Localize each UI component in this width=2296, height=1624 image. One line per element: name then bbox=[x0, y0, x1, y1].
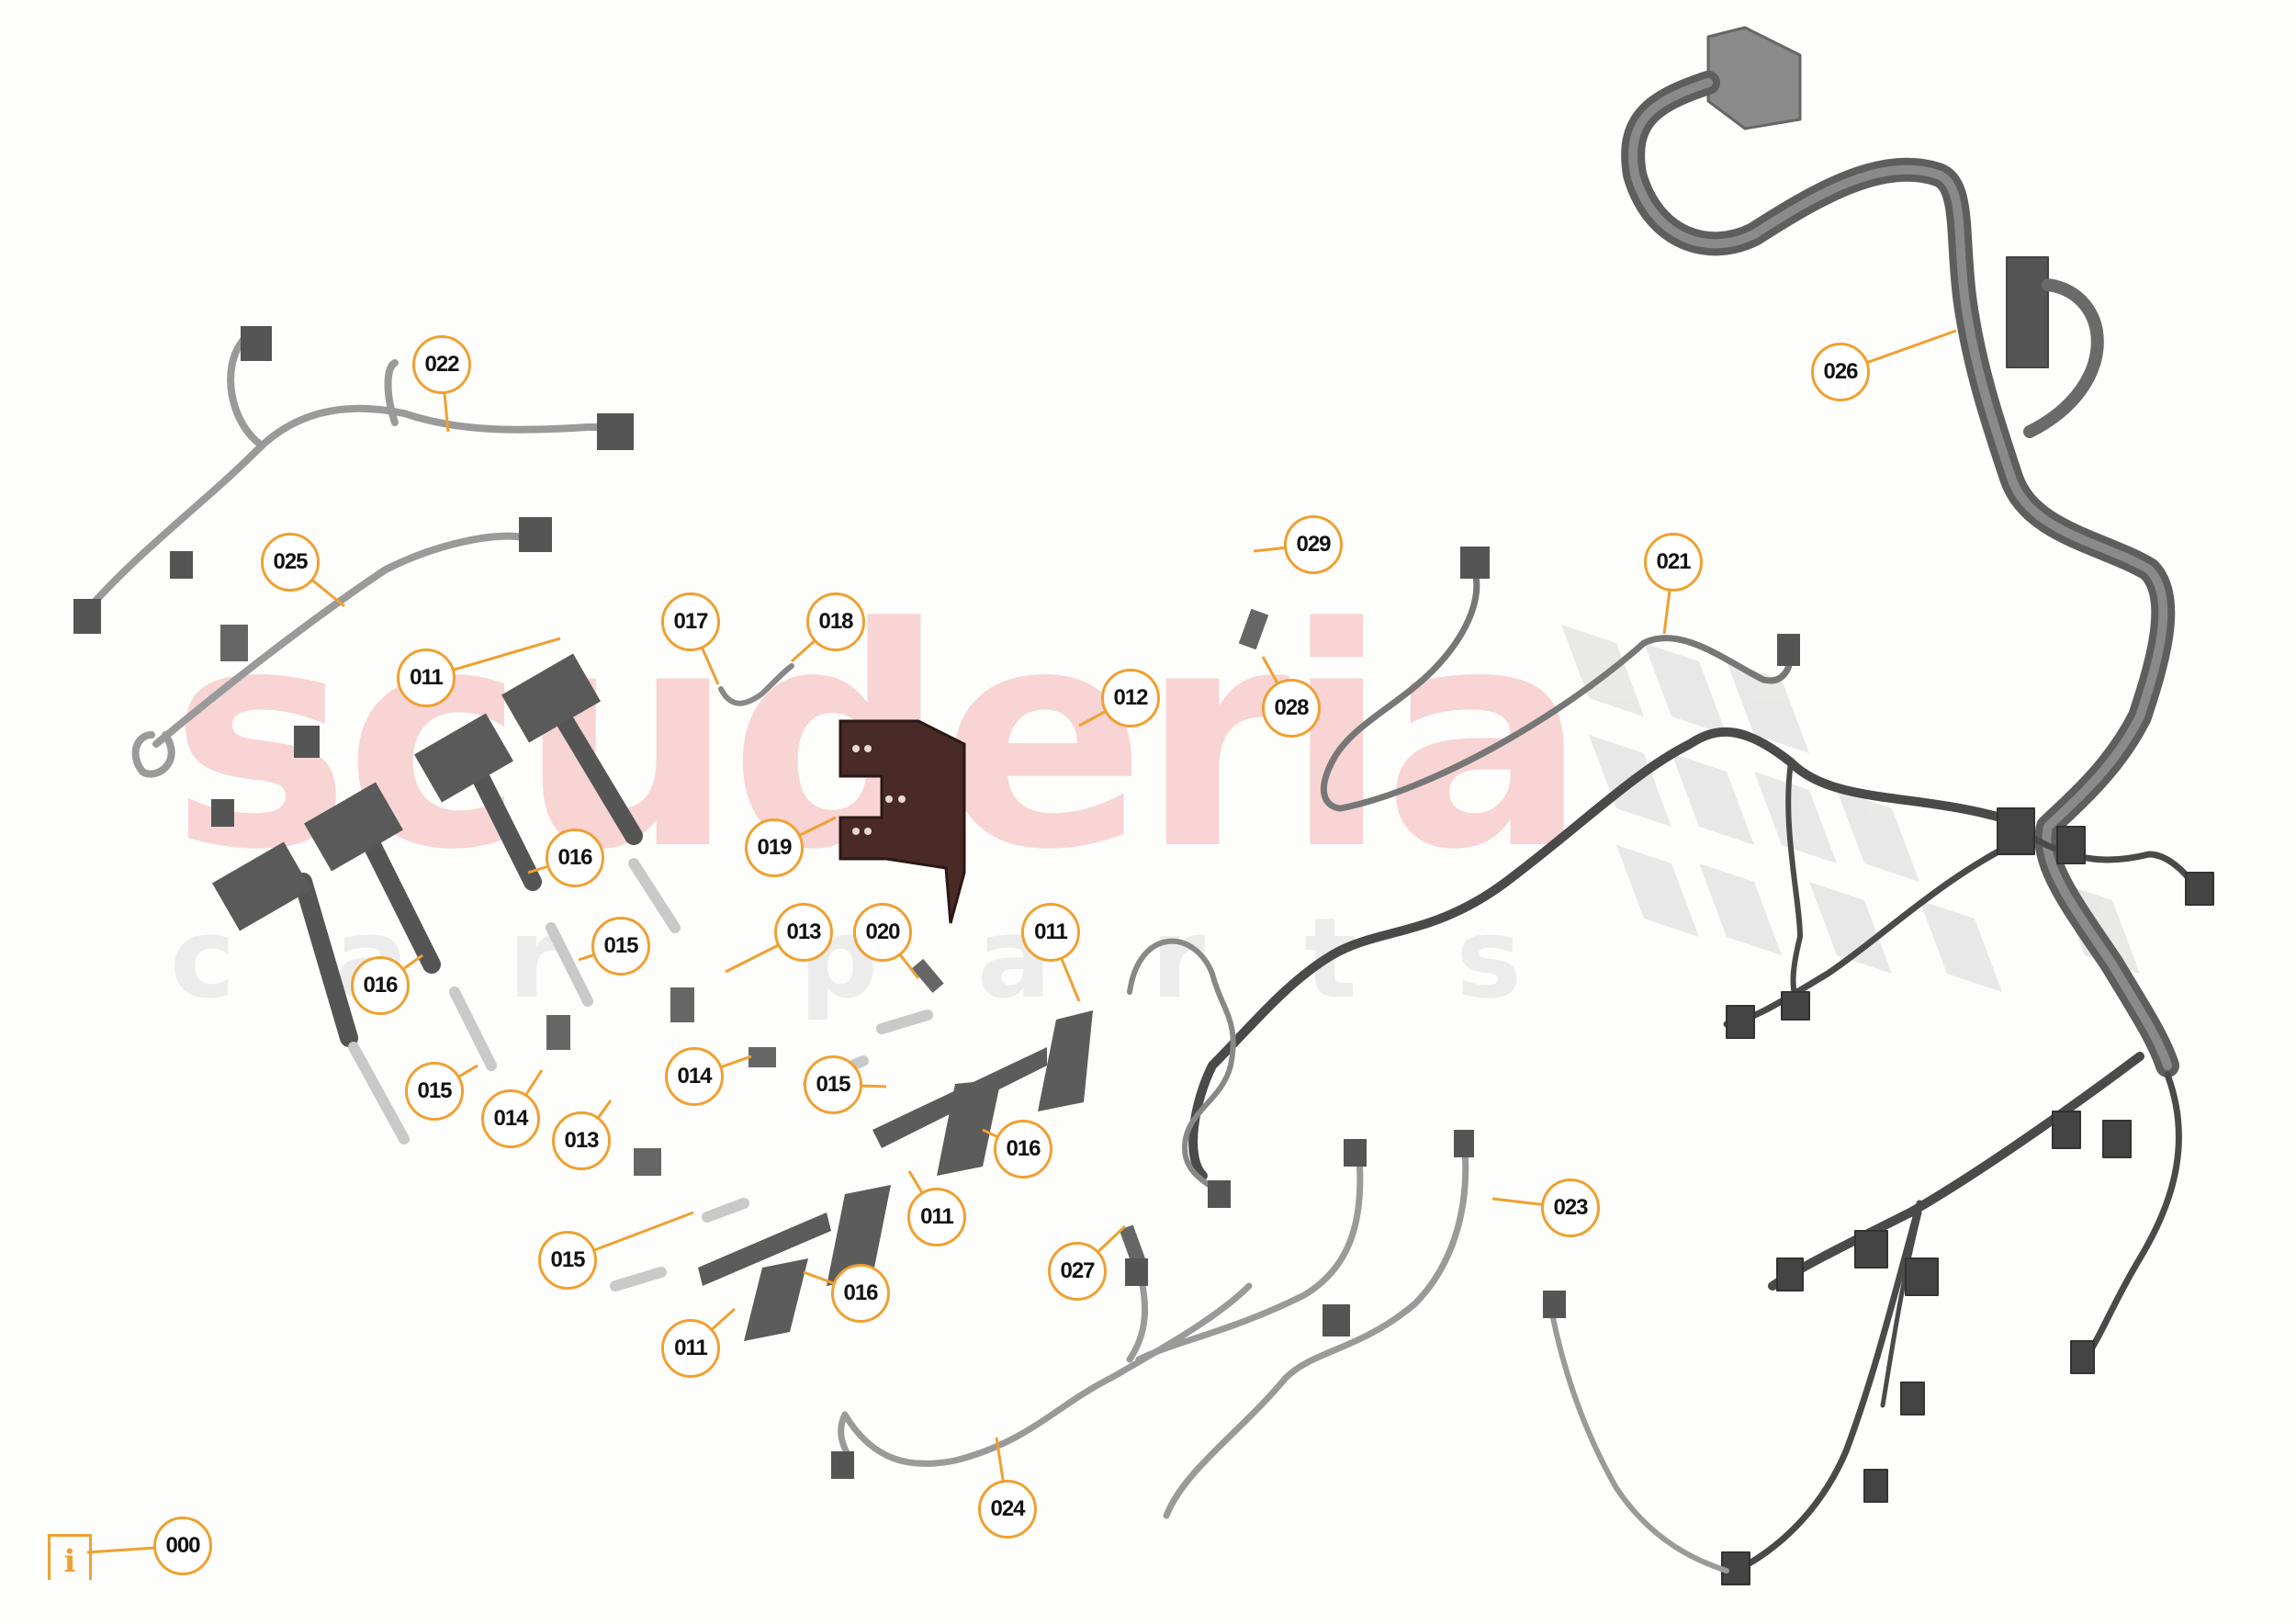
callout-015[interactable]: 015 bbox=[405, 1062, 464, 1121]
harness-025 bbox=[131, 517, 552, 827]
callout-000[interactable]: 000 bbox=[153, 1517, 212, 1575]
callout-029[interactable]: 029 bbox=[1284, 515, 1343, 574]
callout-022[interactable]: 022 bbox=[412, 335, 471, 394]
callout-021[interactable]: 021 bbox=[1644, 533, 1703, 592]
sensor-pipe-017-018 bbox=[718, 663, 794, 706]
callout-026[interactable]: 026 bbox=[1811, 343, 1870, 401]
callout-020[interactable]: 020 bbox=[853, 903, 912, 962]
harness-023 bbox=[1135, 1130, 1474, 1519]
callout-013[interactable]: 013 bbox=[552, 1111, 611, 1170]
harness-024 bbox=[831, 1258, 1253, 1479]
ignition-coils-lower bbox=[698, 1010, 1093, 1341]
small-sensors-and-bolts bbox=[546, 608, 1269, 1265]
callout-016[interactable]: 016 bbox=[994, 1120, 1052, 1179]
main-engine-harness-026 bbox=[1188, 26, 2214, 1585]
callout-015[interactable]: 015 bbox=[538, 1231, 597, 1290]
callout-011[interactable]: 011 bbox=[397, 648, 456, 707]
callout-018[interactable]: 018 bbox=[806, 592, 865, 651]
harness-022 bbox=[73, 326, 634, 634]
callout-027[interactable]: 027 bbox=[1048, 1242, 1107, 1301]
callout-017[interactable]: 017 bbox=[661, 592, 720, 651]
leader-lines bbox=[86, 329, 1957, 1554]
callout-014[interactable]: 014 bbox=[481, 1089, 540, 1148]
callout-025[interactable]: 025 bbox=[261, 533, 320, 592]
callout-012[interactable]: 012 bbox=[1101, 669, 1160, 727]
callout-011[interactable]: 011 bbox=[1021, 903, 1080, 962]
info-icon[interactable]: i bbox=[48, 1534, 92, 1580]
callout-015[interactable]: 015 bbox=[804, 1055, 862, 1114]
callout-011[interactable]: 011 bbox=[661, 1319, 720, 1378]
bracket-019 bbox=[838, 719, 966, 924]
callout-011[interactable]: 011 bbox=[907, 1188, 966, 1246]
callout-024[interactable]: 024 bbox=[978, 1480, 1037, 1539]
spark-plugs bbox=[348, 858, 933, 1291]
callout-019[interactable]: 019 bbox=[745, 818, 804, 877]
callout-023[interactable]: 023 bbox=[1541, 1179, 1600, 1237]
harness-sensor-lead bbox=[1543, 1291, 1729, 1573]
callout-013[interactable]: 013 bbox=[774, 903, 833, 962]
callout-016[interactable]: 016 bbox=[351, 956, 410, 1015]
ignition-coils-left bbox=[212, 653, 643, 1047]
callout-016[interactable]: 016 bbox=[831, 1264, 890, 1323]
callout-015[interactable]: 015 bbox=[591, 917, 650, 976]
callout-016[interactable]: 016 bbox=[546, 829, 604, 887]
harness-021 bbox=[1320, 547, 1800, 812]
harness-front-loop bbox=[1127, 938, 1236, 1208]
callout-028[interactable]: 028 bbox=[1262, 679, 1321, 738]
callout-014[interactable]: 014 bbox=[665, 1047, 724, 1106]
